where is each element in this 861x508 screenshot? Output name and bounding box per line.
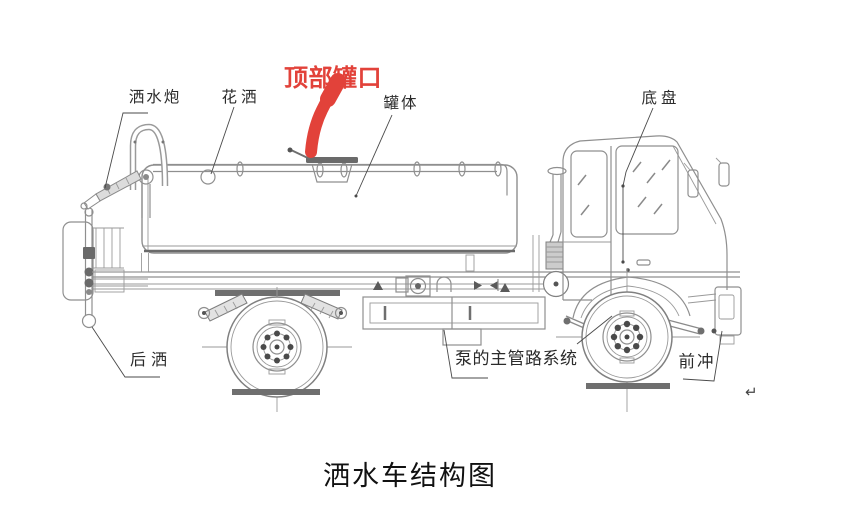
tank-body-drawing [141,147,518,254]
frame-hanger [500,283,510,292]
manhole-cover [287,147,358,183]
rear-ground-plate [232,389,320,395]
rear-wheel-drawing [197,287,352,412]
door-handle [636,259,651,266]
water-cannon-label: 洒水炮 [129,88,182,106]
rear-leaf-springs [197,293,348,322]
front-mirror [718,162,730,187]
tank-top-pipe [153,161,508,196]
diagram-caption: 洒水车结构图 [323,461,497,491]
pump-pipeline-label: 泵的主管路系统 [455,349,578,368]
cab-door-window [615,145,679,235]
water-cannon-leader [104,112,148,189]
rear-platform-drawing [62,123,216,329]
frame-hanger [373,281,383,290]
sprinkler-label: 花洒 [221,88,260,106]
pump-pipeline-drawing [362,254,546,346]
front-flush-nozzle [711,328,717,334]
chassis-leader [622,107,654,262]
front-flush-leader [682,330,723,382]
tank-body-leader [355,114,393,197]
red-annotation: 顶部罐口 [284,64,382,158]
front-wheel-drawing [556,268,700,412]
front-ground-plate [586,383,670,389]
exhaust-stack-drawing [532,166,570,298]
part-labels: 洒水炮 花洒 罐体 底盘 后洒 泵的主管路系统 前冲 ↵ [129,88,758,401]
chassis-label: 底盘 [641,88,680,107]
front-flush-label: 前冲 [679,352,716,371]
sprinkler-head-joint [200,169,216,185]
rear-spray-leader [91,326,160,378]
handrail-loop [129,123,169,190]
rear-riser-pipe [81,207,97,329]
top-tank-opening-label: 顶部罐口 [284,64,382,92]
pump-leader-right [576,315,613,345]
side-mirror [687,169,699,198]
tank-outlet-fitting [465,254,475,272]
rear-spray-label: 后洒 [130,351,172,369]
pump-sump-box [442,328,482,346]
pump-leader-left [443,329,488,379]
leader-lines [91,106,723,382]
sprinkler-leader [210,106,235,175]
tank-body-label: 罐体 [383,94,418,112]
rear-spray-nozzle [81,313,97,329]
cab-rear-window [570,150,608,238]
paragraph-return-mark: ↵ [745,384,758,401]
rear-axle-plate [215,290,340,296]
front-bumper-drawing [711,286,742,345]
